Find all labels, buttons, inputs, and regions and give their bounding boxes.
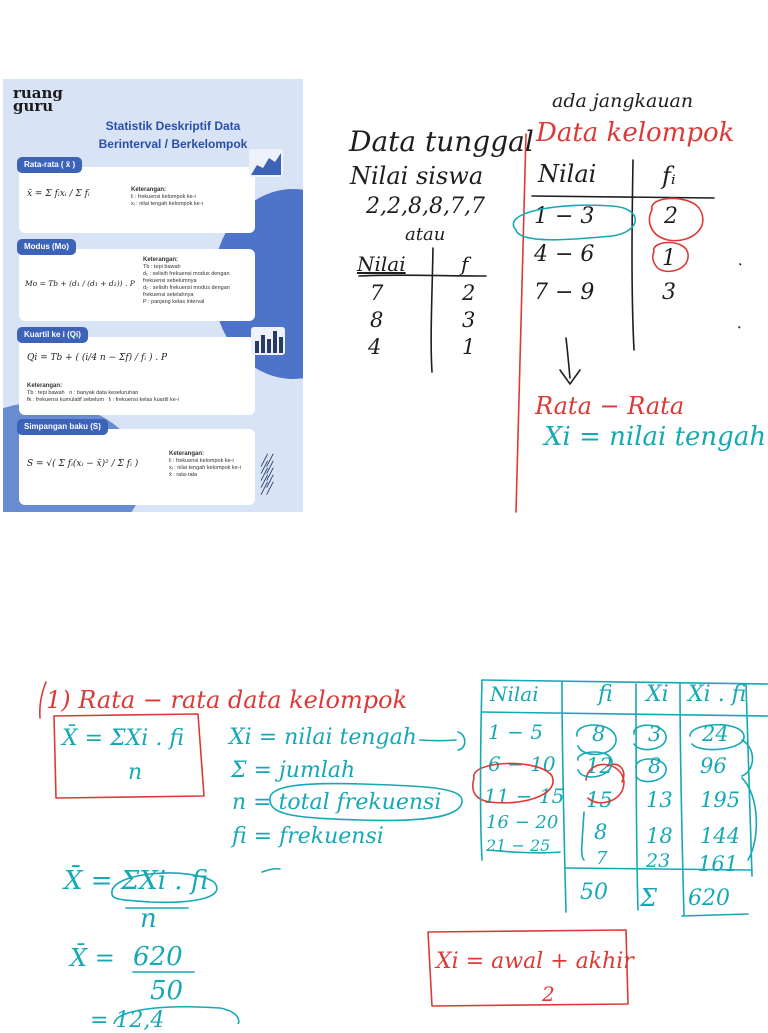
step1-denominator: n (140, 904, 157, 934)
def-fi: fi = frekuensi (232, 824, 384, 849)
area-chart-thumbnail-icon (249, 149, 283, 177)
kelompok-cell: 7 − 9 (534, 280, 595, 305)
table-cell: 11 − 15 (484, 784, 565, 808)
card-simpangan-baku: Simpangan baku (S) S = √( Σ fᵢ(xᵢ − x̄)²… (17, 419, 255, 505)
table-header-fi: fi (598, 682, 613, 707)
def-n: n = total frekuensi (232, 790, 442, 815)
label-rata-rata: Rata-rata ( x̄ ) (17, 157, 83, 173)
note-rata-rata: Rata − Rata (535, 392, 685, 420)
table-cell: 195 (700, 788, 741, 812)
formula-modus: Mo = Tb + (d₁ / (d₁ + d₂)) . P (25, 279, 135, 288)
xi-rule-numerator: Xi = awal + akhir (436, 949, 634, 974)
table-cell: 21 − 25 (486, 836, 551, 855)
keterangan-rata-rata: Keterangan: fᵢ : frekuensi kelompok ke-i… (131, 187, 203, 207)
keterangan-kuartil: Keterangan: Tb : tepi bawah n : banyak d… (27, 383, 179, 403)
kelompok-cell: 4 − 6 (534, 242, 595, 267)
table-cell: 1 − 5 (488, 720, 543, 744)
bar-chart-thumbnail-icon (251, 327, 285, 355)
tunggal-cell: 3 (462, 308, 476, 332)
tunggal-cell: 8 (370, 308, 384, 332)
kelompok-cell: 3 (662, 280, 676, 305)
table-total-f: 50 (580, 880, 608, 905)
table-cell: 15 (586, 788, 613, 812)
table-cell: 12 (586, 754, 613, 778)
note-data-sequence: 2,2,8,8,7,7 (366, 194, 485, 219)
note-data-kelompok: Data kelompok (536, 118, 735, 148)
step2-numerator: 620 (133, 942, 183, 972)
keterangan-simpangan-baku: Keterangan: fᵢ : frekuensi kelompok ke-i… (169, 451, 241, 478)
kelompok-header-fi: fᵢ (662, 162, 676, 190)
def-sigma: Σ = jumlah (231, 758, 356, 783)
tunggal-cell: 1 (462, 335, 476, 359)
table-cell: 3 (648, 722, 662, 746)
stripes-decor-icon: ╱╱╱╱╱╱╱╱╱╱ (261, 454, 273, 495)
table-total-xf: 620 (688, 886, 730, 911)
table-sigma: Σ (640, 884, 657, 912)
tunggal-cell: 4 (368, 335, 382, 359)
table-cell: 7 (596, 848, 608, 869)
kelompok-cell: 1 − 3 (534, 204, 595, 229)
label-modus: Modus (Mo) (17, 239, 76, 255)
tunggal-cell: 7 (370, 281, 384, 305)
note-xi-nilai-tengah: Xi = nilai tengah (544, 422, 767, 452)
card-kuartil: Kuartil ke i (Qi) Qi = Tb + ( (i/4 n − Σ… (17, 327, 255, 415)
table-cell: 8 (592, 722, 606, 746)
table-cell: 18 (646, 824, 673, 848)
kelompok-header-nilai: Nilai (538, 160, 597, 188)
card-rata-rata: Rata-rata ( x̄ ) x̄ = Σ fᵢxᵢ / Σ fᵢ Kete… (17, 157, 255, 233)
heading-rata-rata-kelompok: 1) Rata − rata data kelompok (46, 686, 408, 714)
formula-kuartil: Qi = Tb + ( (i/4 n − Σf) / fᵢ ) . P (27, 353, 168, 363)
note-ada-jangkauan: ada jangkauan (552, 90, 694, 112)
tunggal-header-nilai: Nilai (357, 252, 406, 276)
table-cell: 13 (646, 788, 673, 812)
note-atau: atau (405, 224, 446, 245)
keterangan-modus: Keterangan: Tb : tepi bawah d₁ : selisih… (143, 257, 230, 305)
step1-numerator: X̄ = ΣXi . fi (64, 866, 209, 896)
table-cell: 144 (700, 824, 741, 848)
step2-xbar: X̄ = (70, 944, 115, 972)
kelompok-cell: 2 (664, 204, 678, 229)
formula-simpangan-baku: S = √( Σ fᵢ(xᵢ − x̄)² / Σ fᵢ ) (27, 459, 139, 469)
kelompok-cell: 1 (662, 246, 676, 271)
table-cell: 24 (702, 722, 729, 746)
tunggal-cell: 2 (462, 281, 476, 305)
note-nilai-siswa: Nilai siswa (350, 162, 484, 190)
table-header-xi: Xi (646, 682, 669, 707)
formula-denominator: n (128, 760, 143, 785)
table-header-nilai: Nilai (490, 682, 539, 706)
def-xi: Xi = nilai tengah (229, 725, 417, 750)
xi-rule-denominator: 2 (542, 982, 555, 1006)
label-kuartil: Kuartil ke i (Qi) (17, 327, 88, 343)
table-cell: 8 (594, 820, 608, 844)
step2-denominator: 50 (150, 976, 184, 1006)
table-cell: 23 (646, 850, 671, 872)
table-cell: 96 (700, 754, 727, 778)
formula-numerator: X̄ = ΣXi . fi (62, 726, 184, 751)
rumus-poster: ruang guru Statistik Deskriptif Data Ber… (3, 79, 303, 512)
table-header-xi-fi: Xi . fi (688, 682, 747, 707)
card-modus: Modus (Mo) Mo = Tb + (d₁ / (d₁ + d₂)) . … (17, 239, 255, 321)
table-cell: 16 − 20 (486, 812, 559, 833)
note-data-tunggal: Data tunggal (349, 125, 534, 158)
poster-title: Statistik Deskriptif Data Berinterval / … (98, 119, 248, 151)
formula-rata-rata: x̄ = Σ fᵢxᵢ / Σ fᵢ (27, 189, 90, 199)
tunggal-header-f: f (461, 252, 469, 276)
ruangguru-logo: ruang guru (13, 84, 63, 115)
label-simpangan-baku: Simpangan baku (S) (17, 419, 108, 435)
